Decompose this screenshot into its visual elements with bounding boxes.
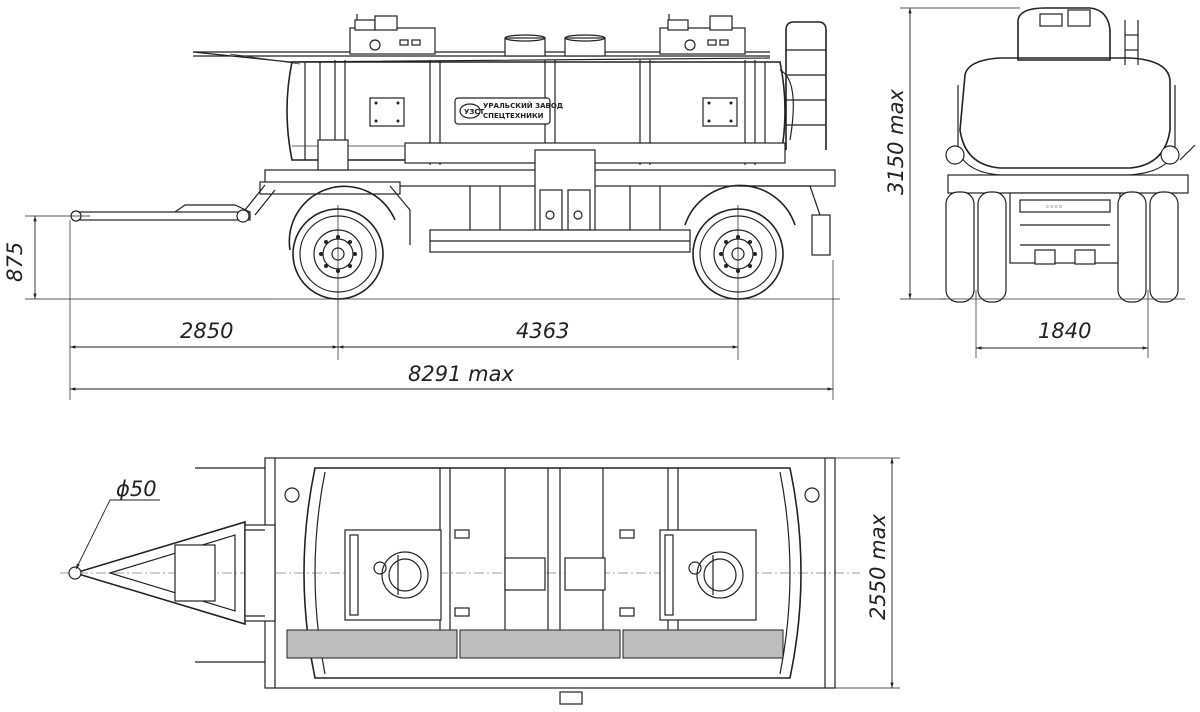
ladder: [779, 21, 827, 150]
dim-1840-label: 1840: [1038, 319, 1091, 343]
dim-track-width: 1840: [976, 319, 1148, 350]
drawbar: [70, 184, 276, 223]
dim-wheelbase: 2850 4363: [70, 319, 738, 349]
logo-line1: УРАЛЬСКИЙ ЗАВОД: [483, 101, 563, 110]
side-manholes: [349, 14, 746, 57]
dim-2850-label: 2850: [180, 319, 233, 343]
rear-wheel: [684, 184, 796, 300]
dim-3150-label: 3150 max: [884, 89, 908, 195]
rear-view: ◦◦◦◦ 3150 max 1840: [884, 7, 1196, 358]
rear-plate-text: ◦◦◦◦: [1045, 203, 1063, 211]
front-wheel: [288, 185, 396, 300]
dim-coupling-height: 875: [3, 215, 37, 299]
dim-overall-width: 2550 max: [866, 458, 894, 688]
dim-4363-label: 4363: [516, 319, 569, 343]
dim-overall-height: 3150 max: [884, 7, 912, 299]
dim-eye-diameter: ϕ50: [75, 477, 160, 570]
dim-2550-label: 2550 max: [866, 514, 890, 620]
logo-badge: УЗСТ: [464, 108, 485, 116]
manufacturer-logo: УЗСТ УРАЛЬСКИЙ ЗАВОД СПЕЦТЕХНИКИ: [454, 97, 563, 125]
chassis: [259, 139, 836, 256]
logo-line2: СПЕЦТЕХНИКИ: [483, 112, 544, 120]
dim-phi50-label: ϕ50: [116, 477, 157, 501]
dim-8291-label: 8291 max: [408, 362, 514, 386]
side-view: УЗСТ УРАЛЬСКИЙ ЗАВОД СПЕЦТЕХНИКИ: [3, 14, 840, 400]
top-view: ϕ50 2550 max: [60, 457, 900, 705]
dim-875-label: 875: [3, 242, 27, 282]
dim-overall-length: 8291 max: [70, 362, 833, 391]
